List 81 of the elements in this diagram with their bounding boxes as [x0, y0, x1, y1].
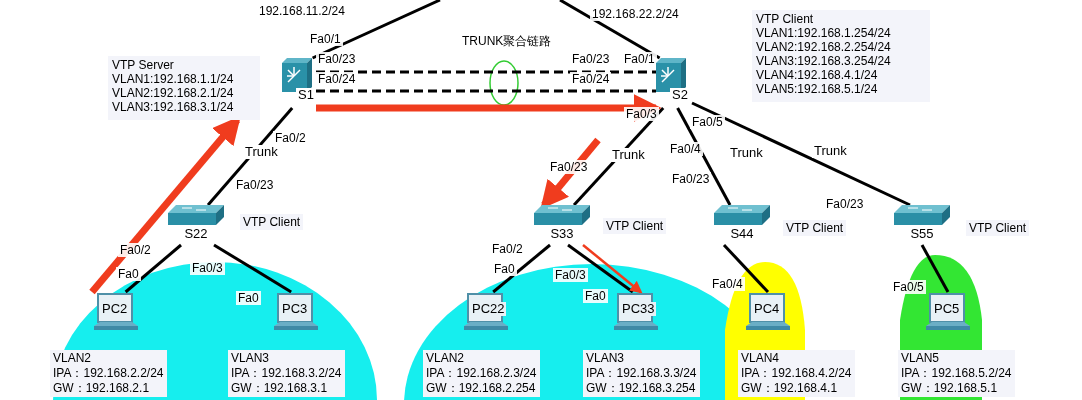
- info-line: IPA：192.168.5.2/24: [901, 366, 1012, 381]
- port-label: Fa0/1: [622, 52, 657, 66]
- device-name: S44: [728, 227, 756, 241]
- edge-label: Trunk: [728, 146, 765, 160]
- port-label: Fa0/23: [824, 197, 866, 211]
- port-label: Fa0/23: [548, 160, 590, 174]
- info-line: GW：192.168.5.1: [901, 381, 999, 396]
- port-label: Fa0/23: [316, 52, 358, 66]
- device-name: S55: [908, 227, 936, 241]
- port-label: Fa0: [236, 291, 261, 305]
- port-label: Fa0/4: [710, 277, 745, 291]
- port-label: 192.168.22.2/24: [590, 7, 681, 21]
- info-line: VLAN2: [53, 351, 93, 366]
- role-label: VTP Client: [240, 214, 304, 230]
- role-label: VTP Client: [783, 220, 847, 236]
- info-line: GW：192.168.2.1: [53, 381, 151, 396]
- device-name: PC3: [281, 302, 309, 316]
- device-name: PC2: [101, 302, 129, 316]
- role-label: VTP Client: [966, 220, 1030, 236]
- device-name: PC33: [621, 302, 656, 316]
- info-line: IPA：192.168.4.2/24: [741, 366, 852, 381]
- port-label: Fa0/23: [670, 172, 712, 186]
- edge-label: Trunk: [610, 148, 647, 162]
- port-label: Fa0/23: [234, 178, 276, 192]
- config-note: VTP Client VLAN1:192.168.1.254/24 VLAN2:192.168.2.254/24 VLAN3:192.168.3.254/24 VLAN4:192.168.4.1/24 VLAN5:192.168.5.1/24: [752, 10, 930, 102]
- info-line: VLAN5: [901, 351, 941, 366]
- port-label: 192.168.11.2/24: [257, 4, 347, 18]
- link-line: [920, 244, 950, 293]
- port-label: Fa0/24: [570, 72, 612, 86]
- port-label: Fa0/23: [570, 52, 612, 66]
- port-label: Fa0/3: [190, 261, 225, 275]
- link-line: [316, 89, 656, 93]
- arrow: [582, 244, 643, 294]
- info-line: GW：192.168.2.254: [426, 381, 537, 396]
- port-label: Fa0: [492, 262, 517, 276]
- info-line: GW：192.168.3.1: [231, 381, 329, 396]
- port-label: Fa0/3: [624, 107, 659, 121]
- link-line: [316, 70, 656, 74]
- device-name: S2: [670, 88, 690, 102]
- port-label: Fa0: [583, 289, 608, 303]
- info-line: IPA：192.168.2.3/24: [426, 366, 537, 381]
- port-label: Fa0/5: [690, 115, 725, 129]
- info-line: VLAN3: [586, 351, 626, 366]
- link-line: [213, 243, 292, 294]
- port-label: Fa0/1: [308, 32, 343, 46]
- link-line: [567, 243, 634, 294]
- info-line: IPA：192.168.3.2/24: [231, 366, 342, 381]
- edge-label: Trunk: [243, 145, 280, 159]
- device-name: PC4: [753, 302, 781, 316]
- link-line: [206, 107, 294, 206]
- edge-label: Trunk: [812, 144, 849, 158]
- config-note: VTP Server VLAN1:192.168.1.1/24 VLAN2:192.168.2.1/24 VLAN3:192.168.3.1/24: [108, 56, 260, 120]
- port-label: Fa0/2: [273, 131, 308, 145]
- link-line: [676, 107, 732, 206]
- link-line: [691, 101, 911, 207]
- port-label: Fa0: [116, 267, 141, 281]
- link-line: [722, 243, 770, 294]
- info-line: GW：192.168.3.254: [586, 381, 697, 396]
- port-label: Fa0/3: [553, 268, 588, 282]
- link-line: [124, 243, 182, 294]
- info-line: GW：192.168.4.1: [741, 381, 839, 396]
- info-line: IPA：192.168.2.2/24: [53, 366, 164, 381]
- port-label: TRUNK聚合链路: [460, 34, 554, 48]
- port-label: Fa0/4: [668, 142, 703, 156]
- port-label: Fa0/2: [490, 242, 525, 256]
- device-name: S1: [296, 88, 316, 102]
- link-line: [312, 0, 441, 60]
- link-line: [559, 0, 661, 60]
- link-line: [492, 243, 551, 294]
- device-name: PC5: [933, 302, 961, 316]
- info-line: VLAN2: [426, 351, 466, 366]
- device-name: S22: [182, 227, 210, 241]
- info-line: VLAN3: [231, 351, 271, 366]
- role-label: VTP Client: [603, 218, 667, 234]
- device-name: PC22: [471, 302, 506, 316]
- info-line: IPA：192.168.3.3/24: [586, 366, 697, 381]
- device-name: S33: [548, 227, 576, 241]
- port-label: Fa0/5: [891, 280, 926, 294]
- info-line: VLAN4: [741, 351, 781, 366]
- port-label: Fa0/24: [316, 72, 358, 86]
- port-label: Fa0/2: [118, 243, 153, 257]
